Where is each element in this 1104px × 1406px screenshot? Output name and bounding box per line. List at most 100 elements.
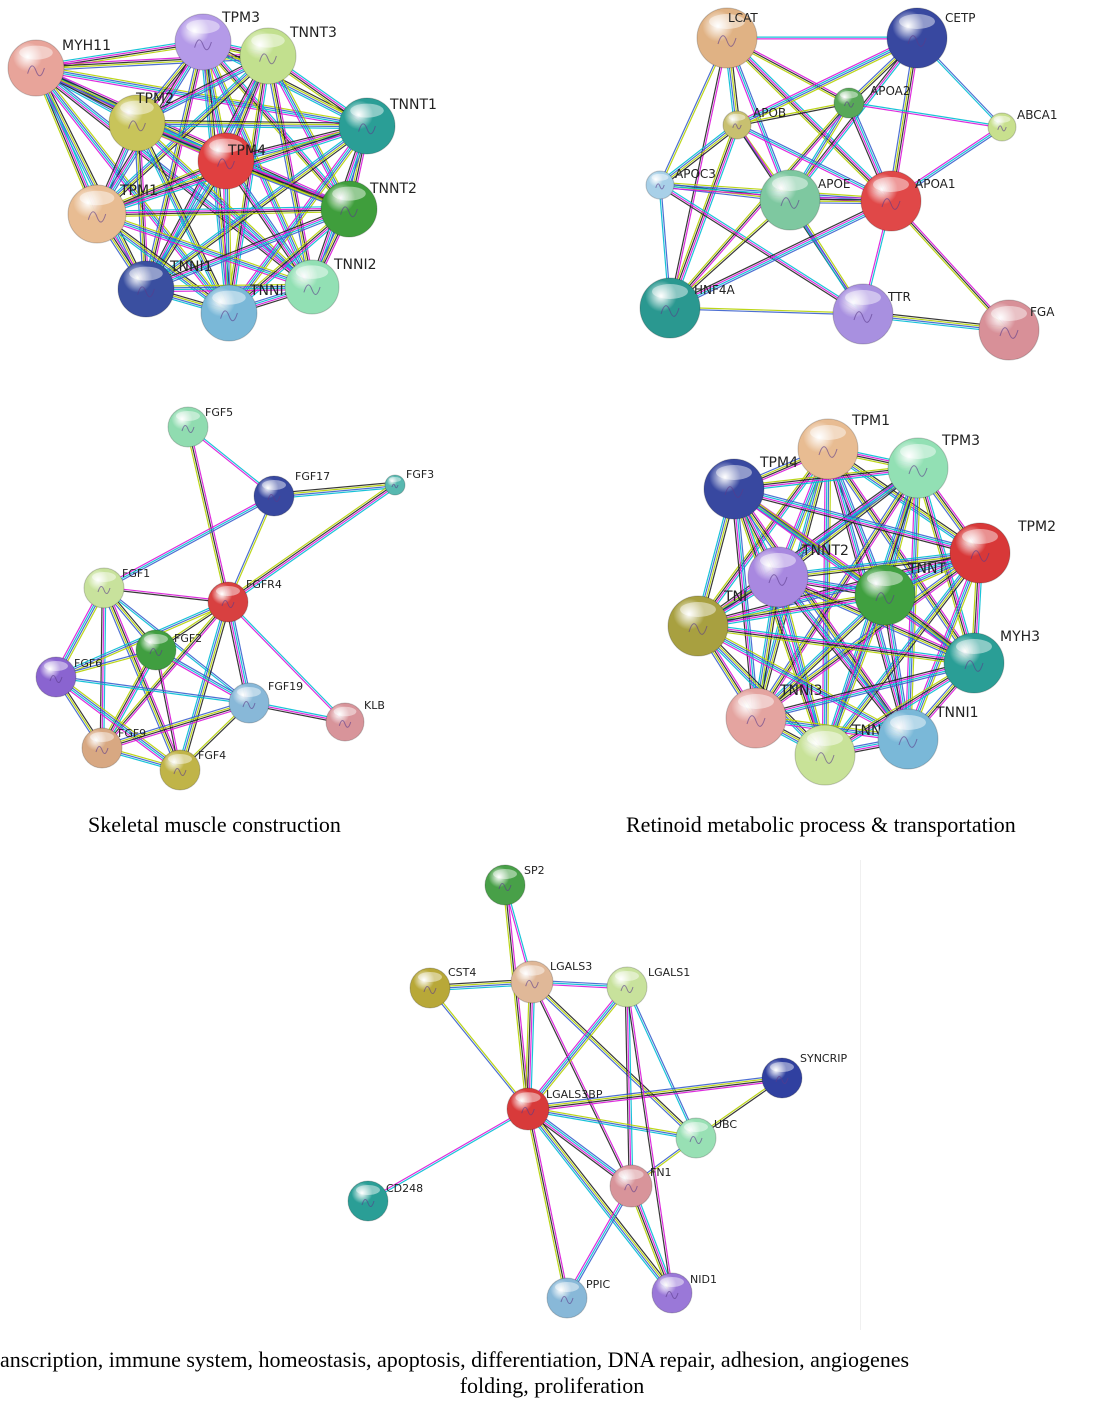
- edge: [661, 126, 740, 188]
- edge: [670, 201, 892, 310]
- edge: [777, 549, 980, 575]
- edge: [671, 125, 741, 310]
- node-label: TNNI3: [779, 683, 823, 699]
- edge: [528, 1107, 632, 1186]
- node-sphere: [887, 437, 949, 499]
- protein-structure-icon: [655, 183, 665, 190]
- node-highlight: [618, 1169, 644, 1180]
- edge: [274, 485, 396, 498]
- node-tpm2: TPM2: [949, 519, 1056, 584]
- edge: [189, 426, 231, 602]
- edge: [725, 38, 891, 203]
- edge: [531, 981, 697, 1139]
- edge: [268, 55, 351, 209]
- edge: [776, 577, 908, 740]
- edge: [659, 184, 864, 315]
- node-label: FGF9: [118, 727, 146, 740]
- node-highlight: [716, 465, 752, 480]
- node-apoe: APOE: [759, 169, 850, 231]
- edge: [736, 101, 849, 125]
- edge: [146, 42, 205, 290]
- edge: [95, 215, 312, 291]
- node-sphere: [81, 727, 123, 769]
- edge: [668, 124, 737, 308]
- edge: [529, 1106, 675, 1292]
- node-lcat: LCAT: [696, 7, 758, 69]
- edge: [97, 211, 350, 218]
- node-sp2: SP2: [484, 864, 545, 906]
- protein-structure-icon: [87, 211, 107, 223]
- edge: [101, 701, 249, 748]
- edge: [528, 1108, 674, 1293]
- protein-structure-icon: [560, 1296, 574, 1304]
- node-highlight: [44, 661, 68, 671]
- node-sphere: [645, 170, 675, 200]
- edge: [826, 449, 974, 664]
- node-tnnt1: TNNT1: [338, 97, 437, 155]
- caption-folding: folding, proliferation: [459, 1373, 645, 1398]
- edge: [137, 122, 231, 313]
- node-label: TNNT: [907, 561, 946, 577]
- edge: [755, 661, 974, 718]
- node-label: SP2: [524, 864, 545, 877]
- edge: [756, 663, 975, 720]
- node-tpm3: TPM3: [174, 10, 260, 71]
- node-highlight: [615, 971, 639, 981]
- node-label: TNNI1: [935, 705, 979, 721]
- node-label: TNI: [723, 589, 747, 605]
- edge: [568, 1186, 634, 1300]
- node-sphere: [675, 1117, 717, 1159]
- edge: [226, 124, 366, 312]
- edge: [185, 427, 227, 603]
- edge: [528, 987, 629, 1110]
- edge: [230, 127, 370, 315]
- node-sphere: [546, 1277, 588, 1319]
- node-highlight: [890, 715, 926, 730]
- edge: [906, 552, 980, 739]
- protein-structure-icon: [361, 1199, 375, 1207]
- edge: [36, 64, 368, 124]
- node-sphere: [794, 724, 856, 786]
- edge: [227, 125, 367, 313]
- node-highlight: [418, 972, 442, 982]
- node-fgf1: FGF1: [83, 567, 150, 609]
- edge: [524, 981, 530, 1109]
- protein-structure-icon: [391, 483, 399, 489]
- node-fgf2: FGF2: [135, 629, 202, 671]
- edge: [527, 1110, 696, 1141]
- edge: [138, 121, 232, 313]
- node-highlight: [652, 284, 688, 299]
- edge: [756, 665, 975, 722]
- edge: [137, 121, 314, 287]
- edge: [528, 1106, 697, 1137]
- node-sphere: [174, 13, 232, 71]
- edge: [428, 988, 528, 1110]
- node-label: TPM4: [759, 455, 798, 471]
- node-sphere: [7, 39, 65, 97]
- protein-structure-icon: [217, 158, 235, 170]
- edge: [529, 988, 630, 1112]
- node-highlight: [660, 1277, 684, 1287]
- edge: [104, 586, 250, 703]
- node-sphere: [228, 682, 270, 724]
- edge: [229, 486, 397, 605]
- node-highlight: [79, 190, 115, 206]
- edge: [187, 426, 229, 603]
- edge: [732, 489, 825, 756]
- edge: [226, 482, 394, 601]
- edge: [730, 489, 824, 757]
- edge: [697, 593, 885, 626]
- node-highlight: [129, 266, 163, 281]
- node-label: TNNI2: [333, 257, 377, 273]
- edge: [736, 36, 917, 125]
- edge: [920, 467, 978, 663]
- edge: [670, 306, 864, 314]
- node-label: TNNT2: [369, 181, 417, 197]
- node-sphere: [197, 132, 255, 190]
- node-label: FGF19: [268, 680, 303, 693]
- node-label: APOA2: [870, 84, 911, 98]
- node-label: FN1: [650, 1166, 672, 1179]
- edge: [55, 677, 249, 705]
- protein-structure-icon: [881, 198, 901, 210]
- node-sphere: [484, 864, 526, 906]
